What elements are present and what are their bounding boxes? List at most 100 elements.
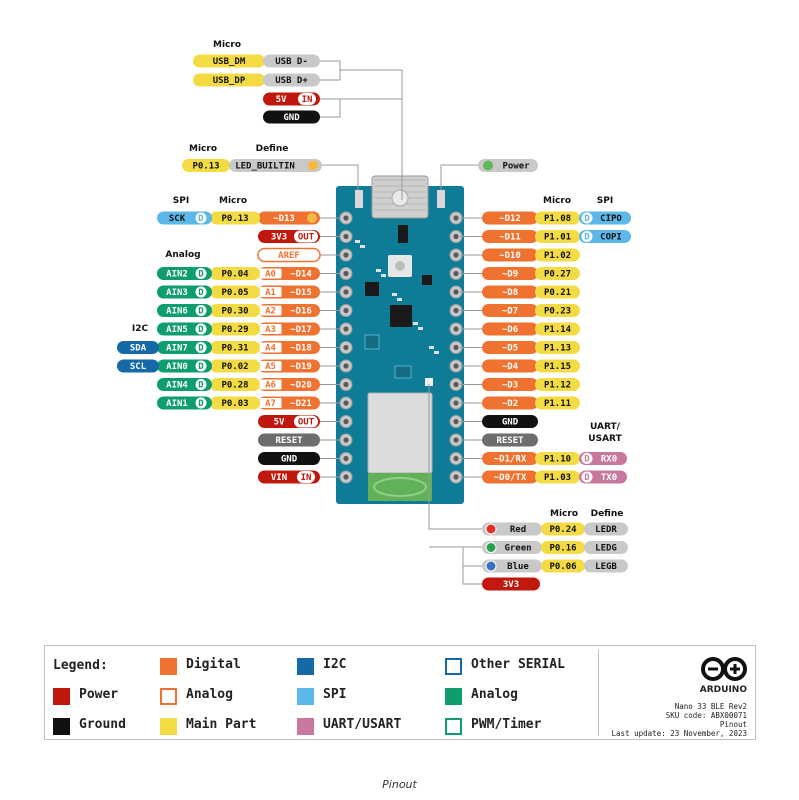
right-micro-label-text: P0.27 (544, 270, 571, 280)
rgb-micro-label-bg (541, 541, 585, 554)
analog-pin-text: A3 (265, 325, 276, 335)
right-micro-label-text: P1.13 (544, 344, 571, 354)
d-badge-icon: D (195, 323, 207, 335)
left-micro-label-text: P0.03 (221, 399, 248, 409)
left-analog-text: AIN1 (166, 399, 188, 409)
smd-part (392, 293, 397, 296)
led-component (355, 190, 363, 208)
usb-micro-header: Micro (213, 40, 241, 50)
left-pin-label (258, 211, 320, 225)
right-pin-label-bg (482, 396, 538, 410)
right-micro-label: P1.02 (535, 248, 580, 262)
d-badge-circle (195, 268, 207, 279)
d-badge-text: D (198, 214, 204, 224)
analog-pin-text: A6 (265, 381, 276, 391)
smd-part (413, 322, 418, 325)
right-micro-label-bg (535, 211, 580, 225)
left-pin-text: ~D19 (290, 362, 312, 372)
right-pin-label-text: ~D8 (502, 288, 518, 298)
legend-swatch (297, 658, 314, 675)
right-micro-label: P1.01 (535, 230, 580, 243)
smd-part (429, 346, 434, 349)
rgb-color-label-bg (482, 522, 542, 536)
d-badge-circle (581, 471, 593, 483)
usb-port-icon (391, 189, 409, 207)
usb-micro-label: USB_DM (193, 54, 265, 68)
right-pin-label: ~D4 (482, 359, 538, 373)
left-pin-label-bg (258, 433, 320, 447)
rgb-micro-label-bg (541, 522, 585, 536)
left-i2c-header: I2C (132, 324, 149, 334)
right-spi-label (579, 230, 631, 243)
d-badge-circle (195, 323, 207, 335)
usb-gnd-label-bg (263, 110, 320, 124)
uart-header: UART/ (590, 422, 621, 432)
pin-hole-center (343, 455, 349, 462)
d-badge-icon: D (195, 305, 207, 317)
right-micro-label-text: P0.21 (544, 288, 571, 298)
analog-pin-box (259, 305, 282, 316)
right-pin-label: ~D12 (482, 211, 538, 225)
left-micro-label: P0.05 (210, 285, 260, 299)
rgb-color-text: Blue (507, 562, 529, 572)
antenna-trace (373, 477, 427, 497)
tag-badge-bg (297, 471, 315, 483)
rgb-define-header: Define (591, 509, 624, 519)
left-micro-label-text: P0.28 (221, 381, 248, 391)
pin-hole-center (343, 233, 349, 240)
usb-pin-label-text: USB D+ (275, 76, 308, 86)
legend-swatch (160, 658, 177, 675)
led-bulb-icon (308, 160, 318, 171)
pin-hole-center (343, 381, 349, 388)
pin-hole-center (343, 307, 349, 314)
right-pin-label-bg (482, 230, 538, 243)
right-micro-label: P1.03 (535, 470, 580, 484)
rgb-color-label (482, 541, 542, 554)
left-i2c-label-text: SDA (130, 344, 147, 354)
rgb-micro-label-bg (541, 559, 585, 573)
rgb-micro-label-text: P0.06 (549, 562, 576, 572)
connector-line (440, 164, 478, 190)
left-pin-label-text: RESET (275, 436, 303, 446)
rgb-color-label-bg (482, 541, 542, 554)
right-spi-label (579, 211, 631, 225)
left-micro-label: P0.30 (210, 304, 260, 317)
right-pin-label-bg (482, 452, 538, 465)
right-pin-label-bg (482, 322, 538, 336)
brand-sku: SKU code: ABX00071 (665, 711, 747, 720)
smd-part (397, 298, 402, 301)
d-badge-circle (581, 231, 593, 242)
d-badge-circle (195, 212, 207, 224)
d-badge-text: D (584, 473, 590, 483)
power-led-label-bg (478, 159, 538, 172)
usb-power-text: 5V (276, 95, 287, 105)
left-i2c-label-bg (117, 359, 159, 373)
usb-micro-label: USB_DP (193, 73, 265, 87)
chip-outline (364, 334, 380, 350)
legend-label: Digital (186, 657, 241, 672)
left-pin-text: ~D17 (290, 325, 312, 335)
left-micro-label-bg (210, 211, 260, 225)
legend-swatch (297, 688, 314, 705)
right-micro-label-text: P1.08 (544, 214, 571, 224)
left-pin-label-bg (258, 452, 320, 465)
rgb-micro-label-text: P0.16 (549, 544, 576, 554)
left-analog-text: AIN5 (166, 325, 188, 335)
d-badge-icon: D (195, 397, 207, 409)
rgb-define-label: LEDR (584, 522, 628, 536)
right-pin-label: ~D3 (482, 378, 538, 391)
right-pin-label-bg (482, 470, 538, 484)
usb-pin-label-bg (263, 54, 320, 68)
left-pin-text: ~D15 (290, 288, 312, 298)
rgb-define-label-text: LEDR (595, 525, 617, 535)
usb-gnd-label-text: GND (283, 113, 300, 123)
right-pin-label: ~D9 (482, 267, 538, 280)
left-micro-label-bg (210, 267, 260, 280)
rgb-dot-icon (485, 542, 497, 553)
legend-label: UART/USART (323, 717, 402, 732)
d-badge-icon: D (195, 286, 207, 298)
right-micro-label: P1.11 (535, 396, 580, 410)
brand-doc: Pinout (719, 720, 747, 729)
analog-pin-text: A4 (265, 344, 276, 354)
d-badge-circle (195, 286, 207, 298)
